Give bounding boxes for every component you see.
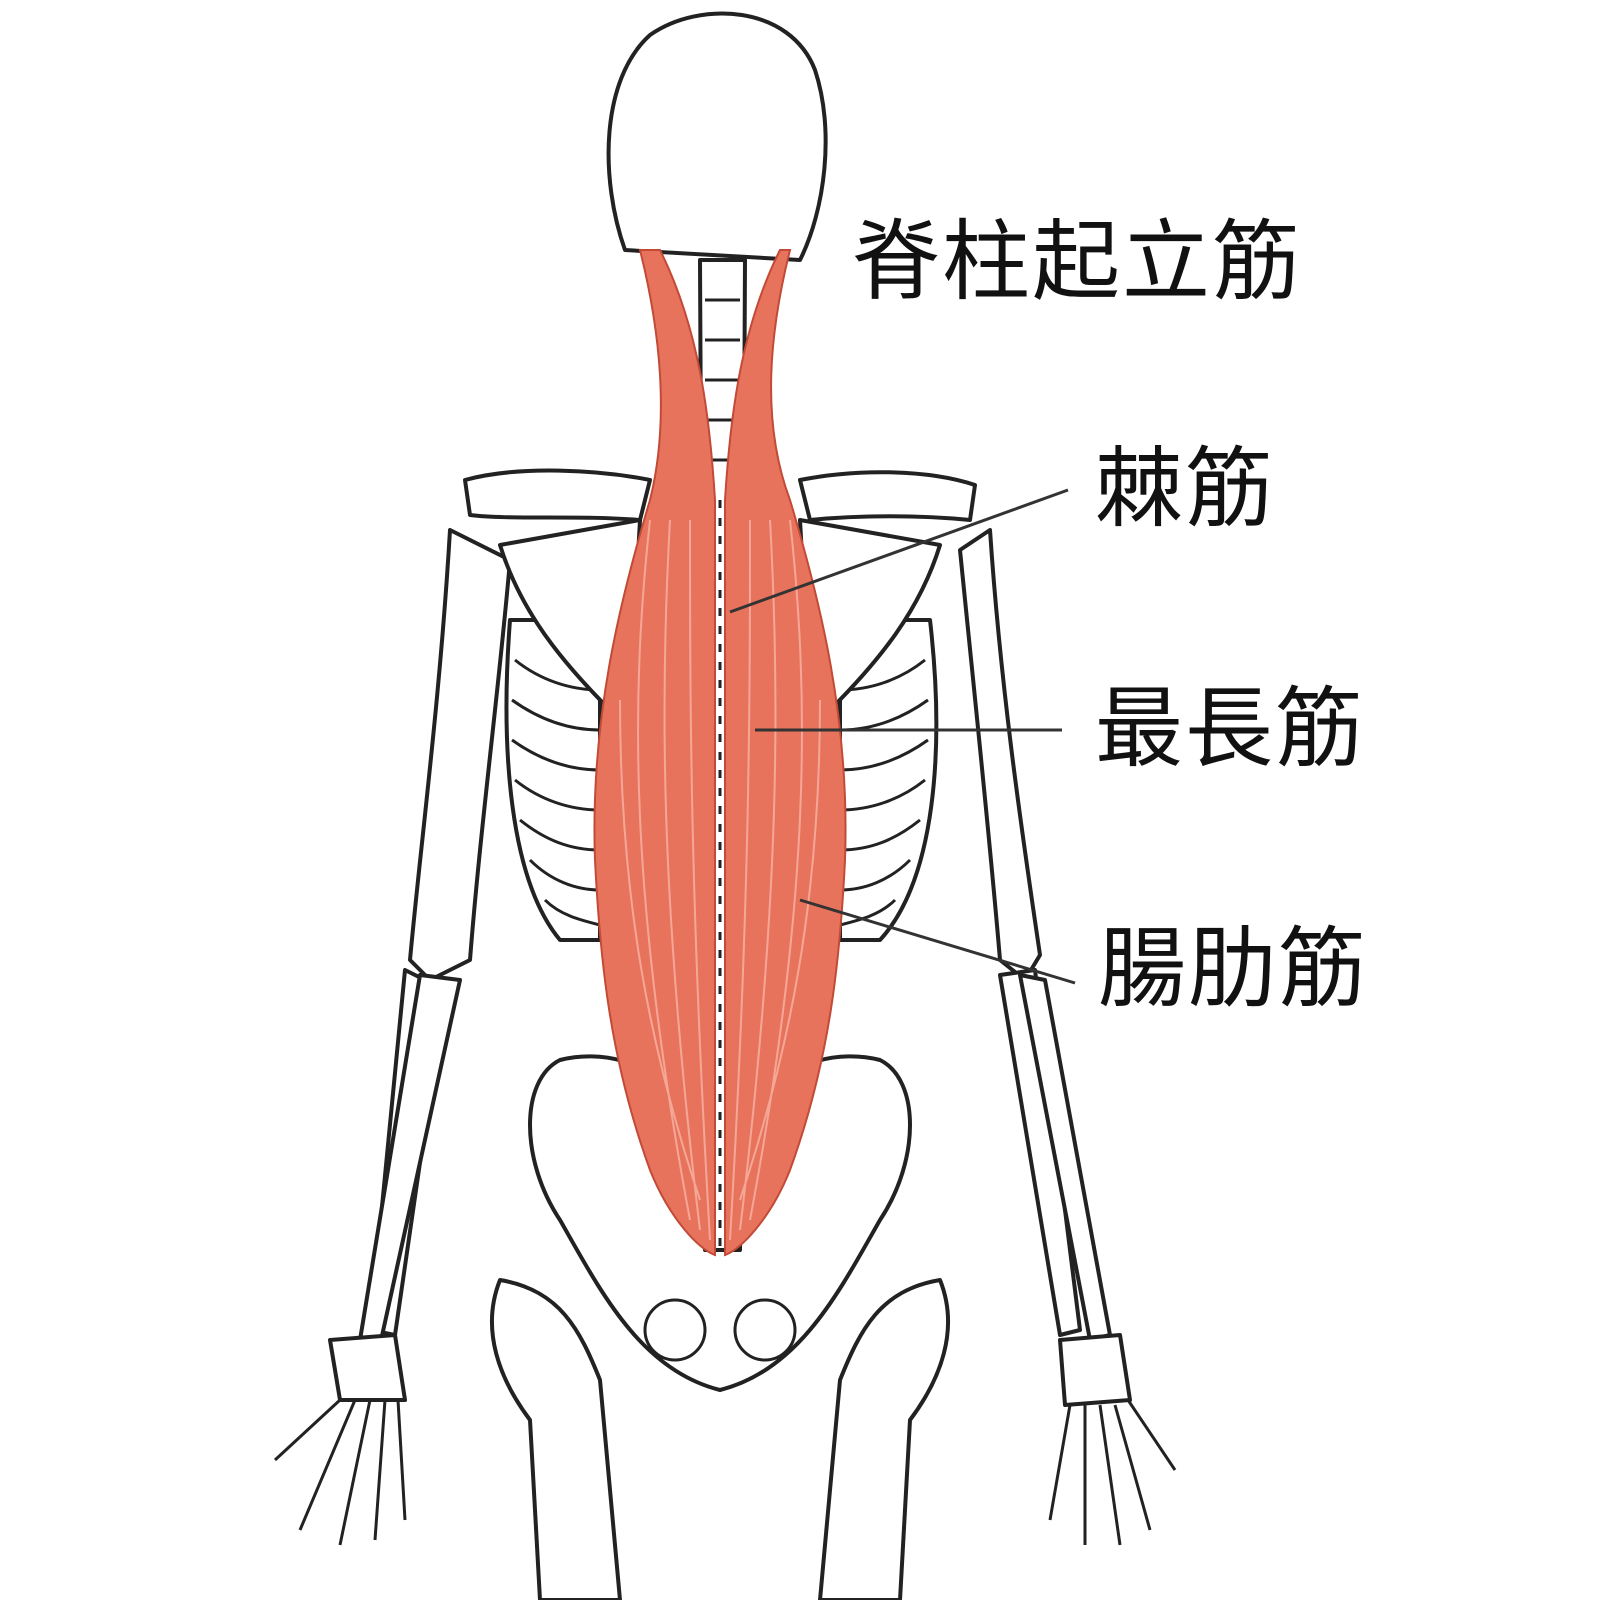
right-erector-column [724, 249, 847, 1257]
iliocostalis-leader-line [799, 898, 1076, 985]
left-clavicle [463, 468, 652, 522]
ribcage [504, 618, 939, 942]
label-erector-spinae: 脊柱起立筋 [852, 210, 1303, 313]
right-clavicle [798, 470, 977, 522]
left-erector-column [593, 249, 716, 1257]
left-obturator [643, 1298, 707, 1362]
right-femur [818, 1278, 950, 1600]
right-obturator [733, 1298, 797, 1362]
right-arm [958, 528, 1177, 1546]
left-femur [490, 1278, 622, 1600]
left-arm [273, 528, 512, 1546]
erector-spinae-muscle [593, 249, 847, 1257]
label-spinalis: 棘筋 [1095, 437, 1276, 540]
label-iliocostalis: 腸肋筋 [1098, 917, 1369, 1020]
spinalis-leader-line [729, 488, 1069, 614]
skull [606, 11, 828, 262]
label-longissimus: 最長筋 [1095, 677, 1366, 780]
